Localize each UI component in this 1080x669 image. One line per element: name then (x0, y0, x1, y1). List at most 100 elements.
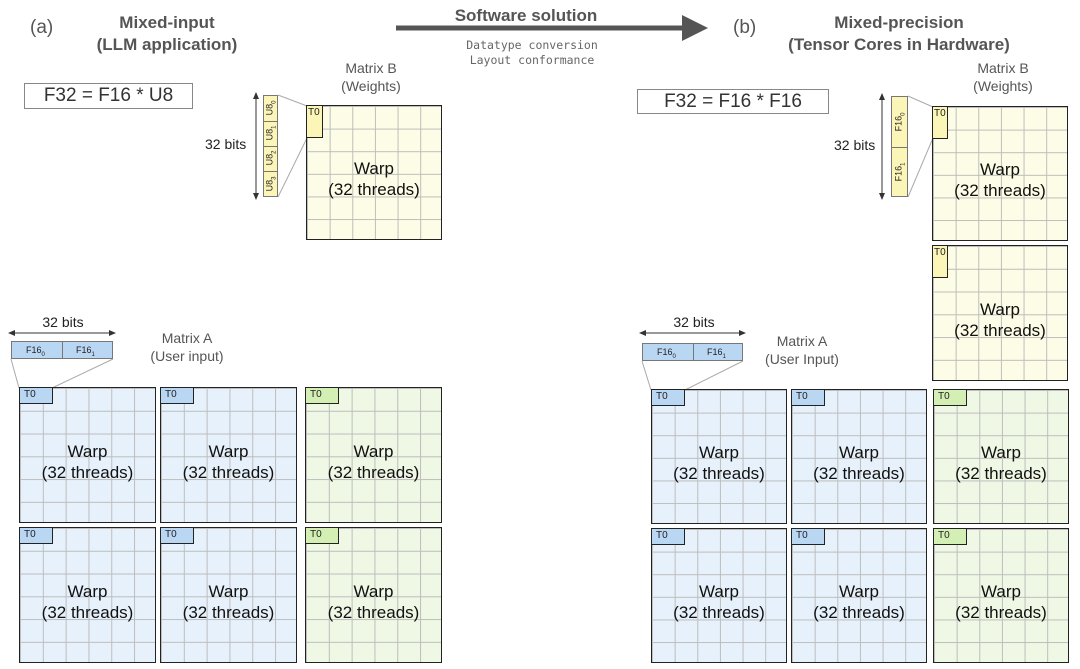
warp-label-threads: (32 threads) (955, 464, 1047, 484)
thread-t0-chip: T0 (305, 527, 339, 544)
panel-a-b-bits-label: 32 bits (205, 136, 247, 152)
warp-label: Warp(32 threads) (183, 441, 275, 483)
warp-label-threads: (32 threads) (813, 464, 905, 484)
warp-label: Warp(32 threads) (954, 159, 1046, 201)
warp-label-threads: (32 threads) (41, 602, 134, 622)
panel-b-matrix-b-title: Matrix B (977, 60, 1029, 76)
warp-label-title: Warp (67, 581, 108, 601)
warp-label-title: Warp (979, 160, 1020, 180)
thread-t0-chip: T0 (932, 106, 948, 139)
thread-t0-chip: T0 (160, 387, 194, 404)
panel-a-a-reg-1: F161 (76, 345, 95, 358)
warp-label-title: Warp (353, 441, 394, 461)
panel-b-a-register: F160 F161 (642, 343, 743, 361)
warp-label-title: Warp (208, 581, 249, 601)
panel-a-matrix-b-subtitle: (Weights) (341, 78, 401, 94)
panel-a-matrix-a-title: Matrix A (161, 330, 213, 346)
panel-a-label: (a) (30, 17, 54, 38)
a-a-connector-right (51, 358, 114, 389)
panel-a-equation: F32 = F16 * U8 (24, 83, 193, 109)
thread-t0-chip: T0 (306, 105, 323, 138)
b-a-connector-left (641, 360, 652, 391)
warp-label-threads: (32 threads) (41, 462, 134, 482)
thread-t0-chip: T0 (932, 245, 948, 278)
a-a-connector-left (10, 358, 20, 389)
warp-label-title: Warp (353, 159, 394, 179)
b-b-connector-top (907, 95, 934, 108)
warp-label: Warp(32 threads) (813, 581, 905, 623)
reg-divider (693, 344, 694, 360)
warp-label: Warp(32 threads) (813, 442, 905, 484)
warp-label: Warp(32 threads) (955, 581, 1047, 623)
warp-label-title: Warp (698, 582, 739, 602)
thread-t0-chip: T0 (933, 528, 967, 545)
warp-label-title: Warp (698, 443, 739, 463)
panel-b-a-reg-1: F161 (707, 347, 726, 360)
thread-t0-chip: T0 (791, 389, 825, 406)
datatype-conversion-note: Datatype conversion (466, 38, 598, 52)
warp-label: Warp(32 threads) (954, 299, 1046, 341)
warp-label: Warp(32 threads) (328, 158, 420, 200)
warp-label-threads: (32 threads) (673, 603, 765, 623)
panel-a-a-register: F160 F161 (11, 341, 113, 359)
reg-divider (62, 342, 63, 358)
panel-a-subtitle: (LLM application) (96, 35, 238, 54)
panel-a-matrix-b-title: Matrix B (345, 60, 397, 76)
panel-a-b-reg-0: U80 (264, 100, 278, 116)
warp-label: Warp(32 threads) (42, 581, 134, 623)
warp-label-threads: (32 threads) (327, 462, 420, 482)
panel-b-b-reg-0: F160 (893, 112, 907, 132)
warp-label-title: Warp (838, 443, 879, 463)
panel-b-equation: F32 = F16 * F16 (637, 89, 829, 114)
warp-label-threads: (32 threads) (955, 603, 1047, 623)
a-b-connector-top (277, 94, 308, 107)
a-b-connector-bottom (277, 137, 308, 198)
warp-label-title: Warp (353, 581, 394, 601)
warp-label-title: Warp (67, 441, 108, 461)
reg-divider (892, 147, 907, 148)
panel-b-title: Mixed-precision (834, 13, 964, 32)
warp-label-threads: (32 threads) (327, 602, 420, 622)
thread-t0-chip: T0 (19, 387, 53, 404)
warp-label-title: Warp (979, 299, 1020, 319)
warp-label: Warp(32 threads) (183, 581, 275, 623)
thread-t0-chip: T0 (19, 527, 53, 544)
layout-conformance-note: Layout conformance (469, 53, 595, 67)
panel-b-a-bits-label: 32 bits (673, 314, 715, 330)
warp-label: Warp(32 threads) (673, 442, 765, 484)
warp-label-title: Warp (980, 443, 1021, 463)
warp-label-threads: (32 threads) (328, 180, 420, 200)
warp-label: Warp(32 threads) (955, 442, 1047, 484)
warp-label-threads: (32 threads) (954, 181, 1046, 201)
panel-b-b-bits-label: 32 bits (834, 137, 876, 153)
warp-label-threads: (32 threads) (182, 602, 275, 622)
reg-divider (264, 121, 277, 122)
reg-divider (264, 146, 277, 147)
panel-b-label: (b) (733, 17, 757, 38)
panel-a-a-bits-label: 32 bits (42, 314, 84, 330)
b-b-connector-bottom (907, 137, 934, 198)
warp-label: Warp(32 threads) (328, 441, 420, 483)
thread-t0-chip: T0 (160, 527, 194, 544)
software-solution-title: Software solution (454, 6, 598, 25)
panel-a-b-reg-3: U83 (264, 176, 278, 192)
panel-a-matrix-a-subtitle: (User input) (150, 348, 224, 364)
warp-label: Warp(32 threads) (673, 581, 765, 623)
thread-t0-chip: T0 (651, 528, 685, 545)
warp-label-threads: (32 threads) (954, 320, 1046, 340)
panel-b-matrix-a-title: Matrix A (776, 333, 828, 349)
panel-b-a-reg-0: F160 (657, 347, 676, 360)
panel-b-matrix-b-subtitle: (Weights) (973, 78, 1033, 94)
